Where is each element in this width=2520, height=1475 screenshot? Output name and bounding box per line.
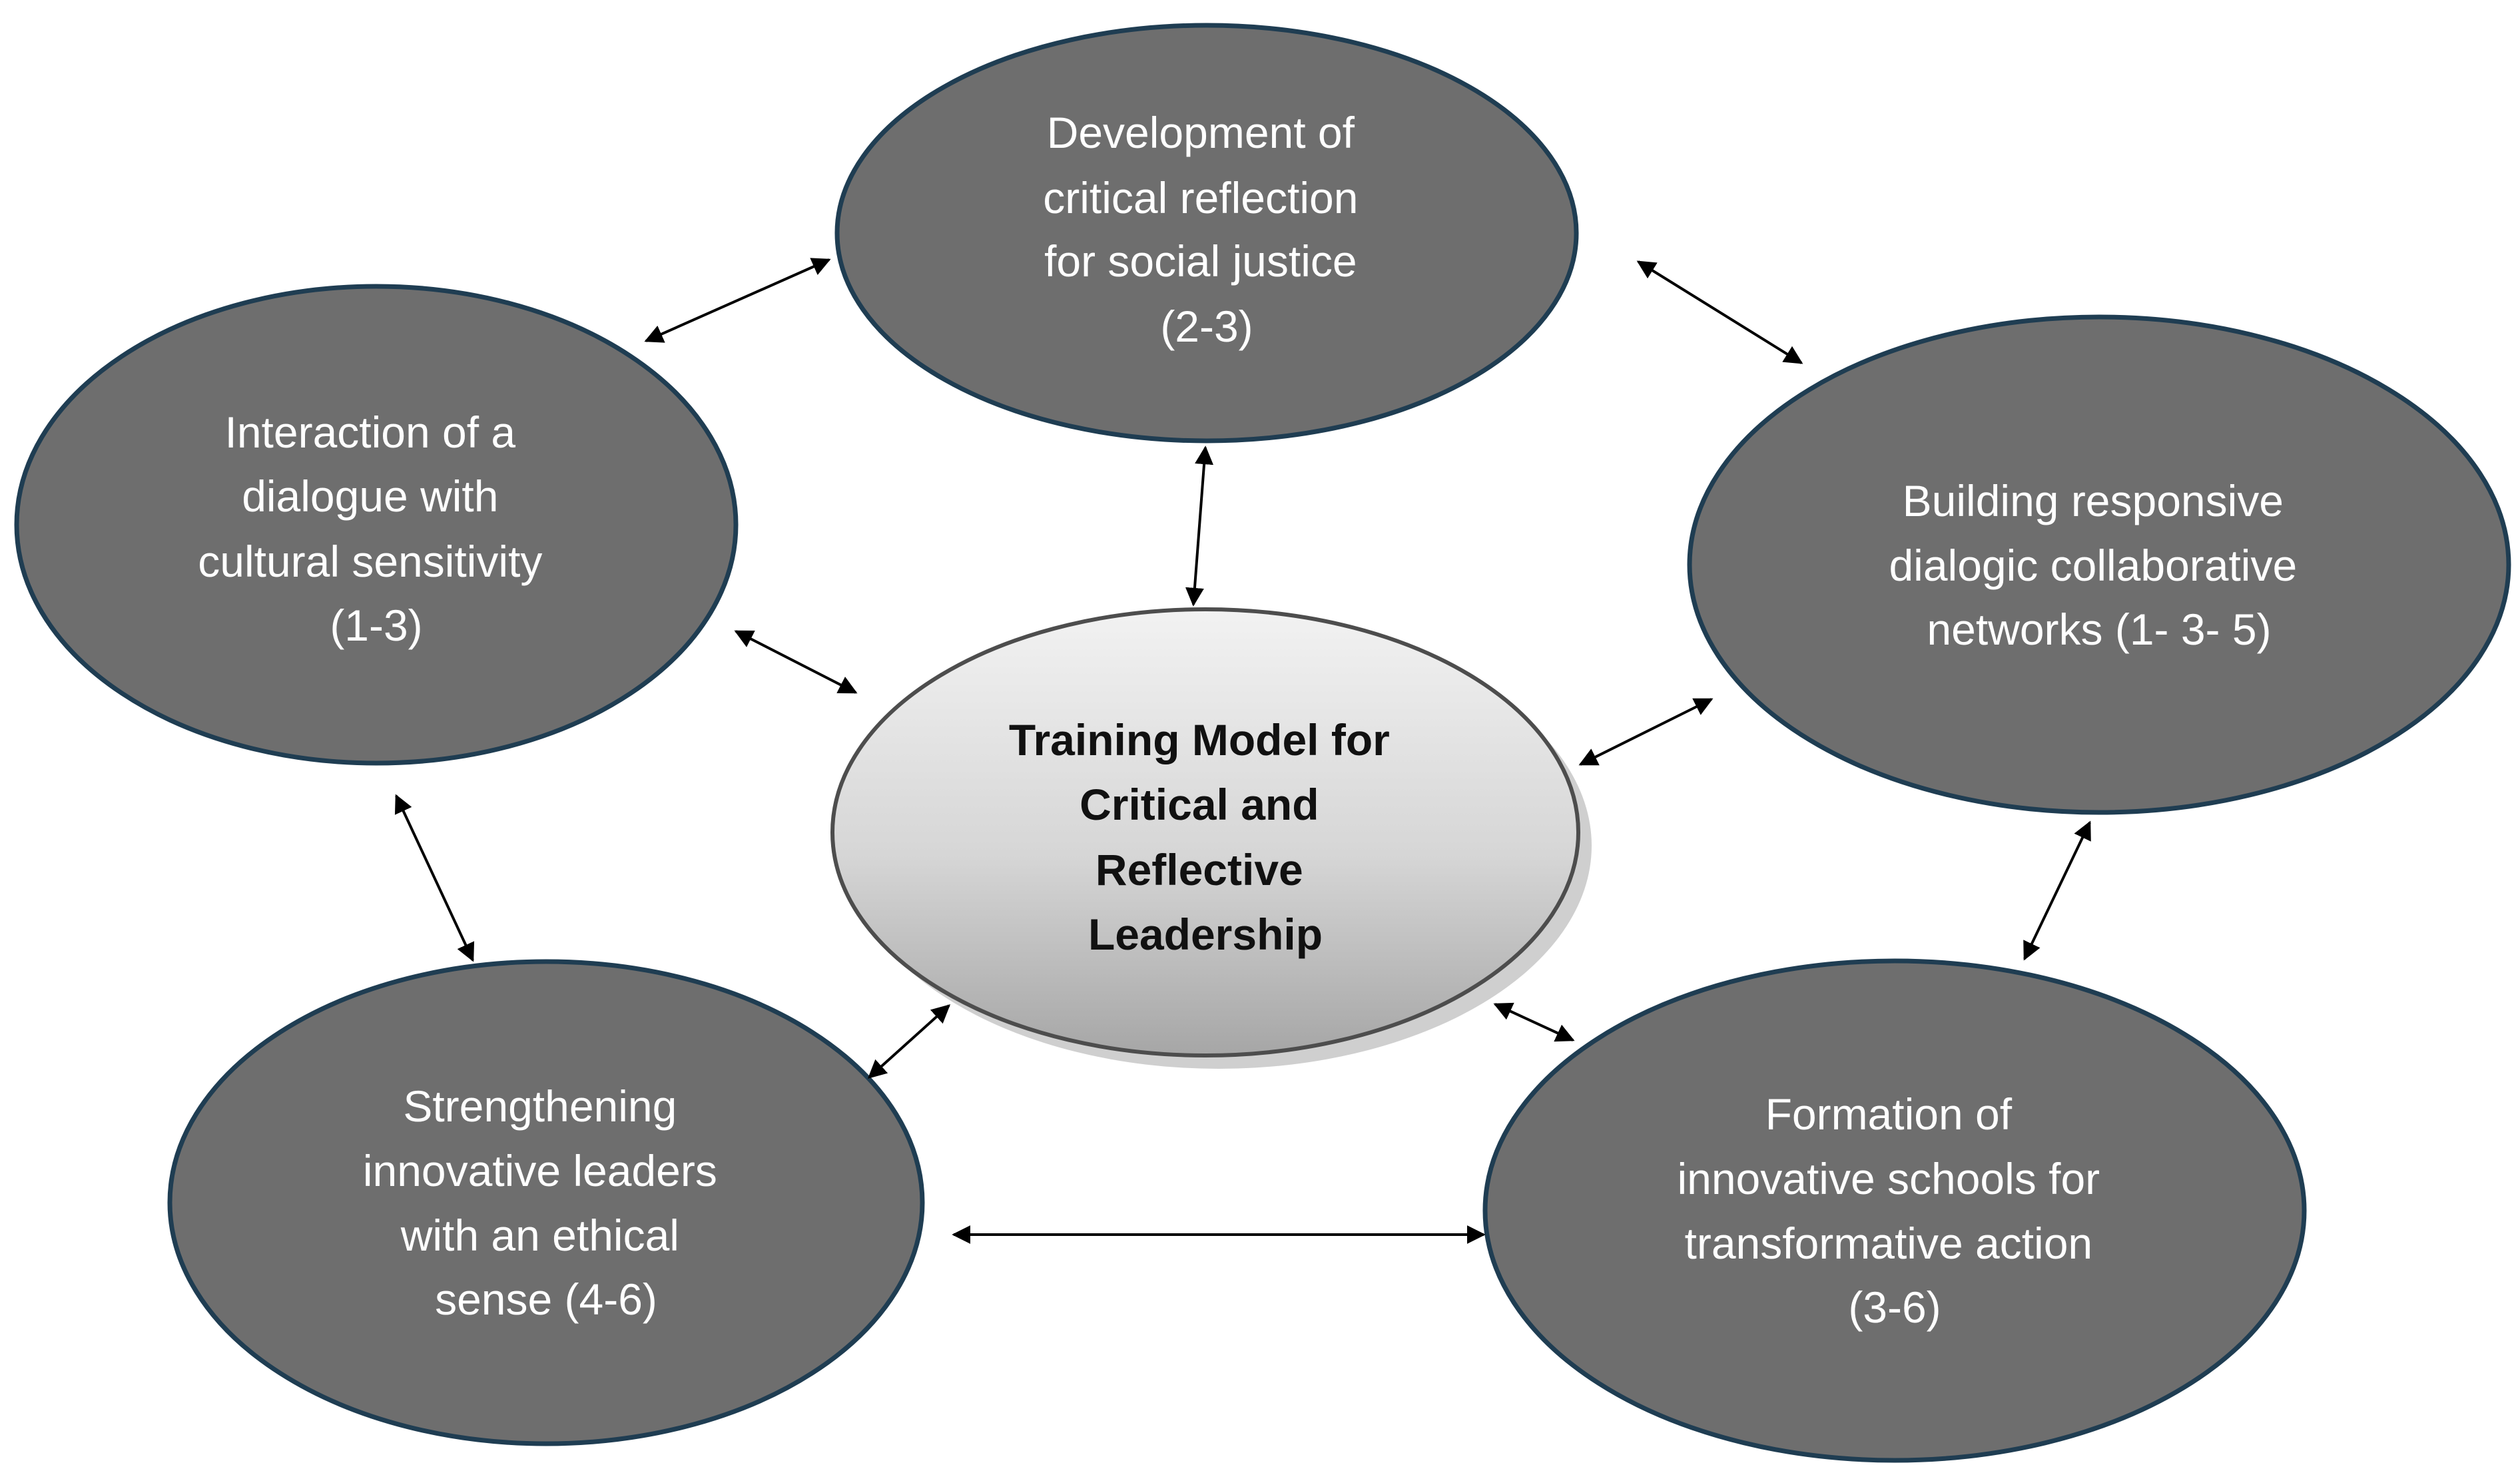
arrow-center-bottom-left: [867, 1004, 951, 1079]
node-cultural-dialogue-line-4: (1-3): [330, 601, 422, 650]
node-innovative-leaders-shape: [167, 959, 925, 1446]
svg-text:Formation of innovative: Formation of innovative schools for tran…: [1677, 1089, 2112, 1332]
node-innovative-schools-shape: [1482, 958, 2307, 1463]
arrow-top-left: [644, 258, 831, 343]
node-innovative-leaders-line-4: sense (4-6): [435, 1275, 657, 1324]
connectors: [394, 258, 2091, 1244]
node-innovative-schools: Formation of innovative schools for tran…: [1482, 958, 2307, 1463]
node-cultural-dialogue-line-3: cultural sensitivity: [198, 537, 542, 586]
arrow-right-bottom-right: [2023, 820, 2091, 961]
node-critical-reflection-shape: [834, 23, 1579, 443]
arrow-right-center: [1578, 698, 1714, 766]
node-training-model: Training Model for Critical and Reflecti…: [830, 607, 1592, 1069]
node-innovative-leaders: Strengthening innovative leaders with an…: [167, 959, 925, 1446]
node-training-model-shape: [830, 607, 1580, 1057]
node-innovative-schools-line-2: innovative schools for: [1677, 1154, 2100, 1203]
node-collaborative-networks: Building responsive dialogic collaborati…: [1687, 314, 2511, 815]
node-innovative-schools-line-3: transformative action: [1685, 1219, 2093, 1268]
svg-text:Training Model for Criti: Training Model for Critical and Reflecti…: [1009, 715, 1402, 959]
node-critical-reflection: Development of critical reflection for s…: [834, 23, 1579, 443]
arrow-left-center: [734, 630, 858, 694]
node-cultural-dialogue-line-1: Interaction of a: [225, 408, 516, 457]
node-training-model-line-1: Training Model for: [1009, 715, 1390, 764]
node-collaborative-networks-line-3: networks (1- 3- 5): [1927, 605, 2271, 654]
node-collaborative-networks-shape: [1687, 314, 2511, 815]
arrow-top-right: [1636, 260, 1803, 364]
svg-text:Strengthening innovative: Strengthening innovative leaders with an…: [363, 1081, 729, 1324]
node-innovative-schools-line-4: (3-6): [1848, 1283, 1941, 1332]
svg-text:Development of critical: Development of critical reflection for s…: [1043, 108, 1371, 351]
node-cultural-dialogue: Interaction of a dialogue with cultural …: [14, 284, 739, 766]
svg-text:Building responsive dial: Building responsive dialogic collaborati…: [1889, 476, 2309, 654]
node-training-model-line-3: Reflective: [1096, 845, 1303, 894]
node-training-model-line-2: Critical and: [1080, 780, 1319, 829]
node-innovative-leaders-line-1: Strengthening: [403, 1081, 677, 1131]
node-critical-reflection-line-3: for social justice: [1044, 236, 1357, 286]
svg-text:Interaction of a dialogu: Interaction of a dialogue with cultural …: [198, 408, 555, 650]
arrow-top-center: [1185, 445, 1214, 607]
node-training-model-line-4: Leadership: [1088, 910, 1323, 959]
node-cultural-dialogue-line-2: dialogue with: [242, 471, 498, 521]
node-critical-reflection-line-1: Development of: [1047, 108, 1355, 157]
node-collaborative-networks-line-2: dialogic collaborative: [1889, 541, 2297, 590]
node-innovative-leaders-line-3: with an ethical: [400, 1211, 679, 1260]
node-critical-reflection-line-4: (2-3): [1160, 302, 1253, 351]
arrow-left-bottom-left: [394, 794, 475, 962]
arrow-center-bottom-right: [1493, 1002, 1575, 1042]
node-collaborative-networks-line-1: Building responsive: [1903, 476, 2284, 525]
node-cultural-dialogue-shape: [14, 284, 739, 766]
node-innovative-leaders-line-2: innovative leaders: [363, 1146, 717, 1195]
node-critical-reflection-line-2: critical reflection: [1043, 173, 1358, 222]
node-innovative-schools-line-1: Formation of: [1765, 1089, 2013, 1139]
